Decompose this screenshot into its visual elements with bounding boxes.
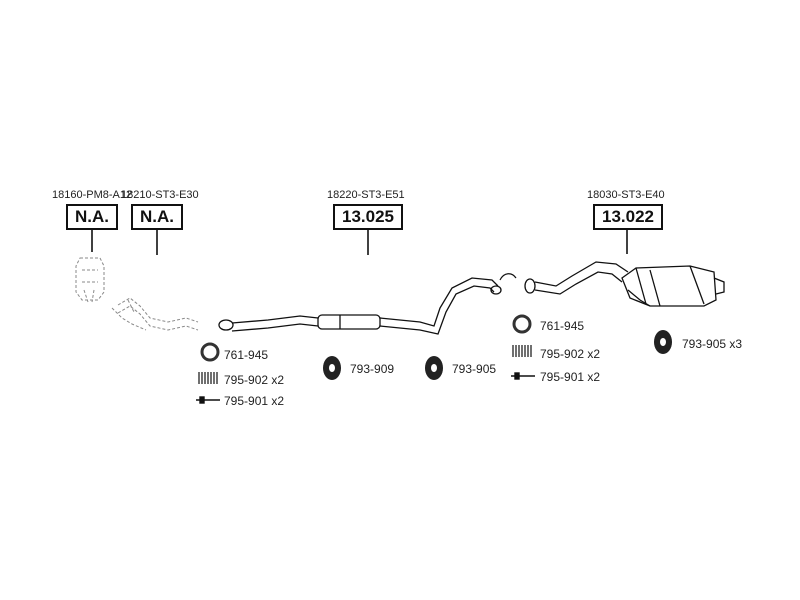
label-mount-1: 793-909 bbox=[350, 362, 395, 376]
front-pipe-faded[interactable] bbox=[111, 297, 199, 331]
code-box-rear-silencer[interactable]: 13.022 bbox=[593, 204, 663, 230]
catalytic-converter-faded[interactable] bbox=[75, 257, 105, 303]
middle-pipe-front-flange bbox=[218, 319, 234, 331]
rear-pipe-flange bbox=[524, 278, 536, 294]
label-gasket-1: 761-945 bbox=[224, 348, 269, 362]
label-gasket-2: 761-945 bbox=[540, 319, 585, 333]
oe-number-catalytic: 18160-PM8-A12 bbox=[52, 189, 133, 201]
middle-pipe-rear-flange bbox=[490, 285, 502, 295]
label-spring-2: 795-902 x2 bbox=[540, 347, 601, 361]
label-mount-2: 793-905 bbox=[452, 362, 497, 376]
code-box-front-pipe[interactable]: N.A. bbox=[131, 204, 183, 230]
oe-number-rear-silencer: 18030-ST3-E40 bbox=[587, 189, 665, 201]
gasket-ring-icon bbox=[200, 314, 532, 362]
rear-silencer-body bbox=[621, 265, 717, 307]
oe-number-front-pipe: 18210-ST3-E30 bbox=[121, 189, 199, 201]
middle-resonator bbox=[317, 314, 381, 330]
hanger-hook bbox=[499, 273, 517, 281]
label-bolt-2: 795-901 x2 bbox=[540, 370, 601, 384]
leader-lines bbox=[91, 230, 628, 255]
oe-number-middle-pipe: 18220-ST3-E51 bbox=[327, 189, 405, 201]
rear-silencer-assembly[interactable] bbox=[524, 261, 725, 307]
label-mount-3: 793-905 x3 bbox=[682, 337, 743, 351]
code-box-middle-pipe[interactable]: 13.025 bbox=[333, 204, 403, 230]
label-spring-1: 795-902 x2 bbox=[224, 373, 285, 387]
spring-icon bbox=[198, 345, 532, 384]
code-box-catalytic[interactable]: N.A. bbox=[66, 204, 118, 230]
rubber-mount-icon bbox=[323, 330, 672, 380]
bolt-icon bbox=[196, 372, 535, 404]
label-bolt-1: 795-901 x2 bbox=[224, 394, 285, 408]
middle-pipe-assembly[interactable] bbox=[218, 277, 502, 335]
